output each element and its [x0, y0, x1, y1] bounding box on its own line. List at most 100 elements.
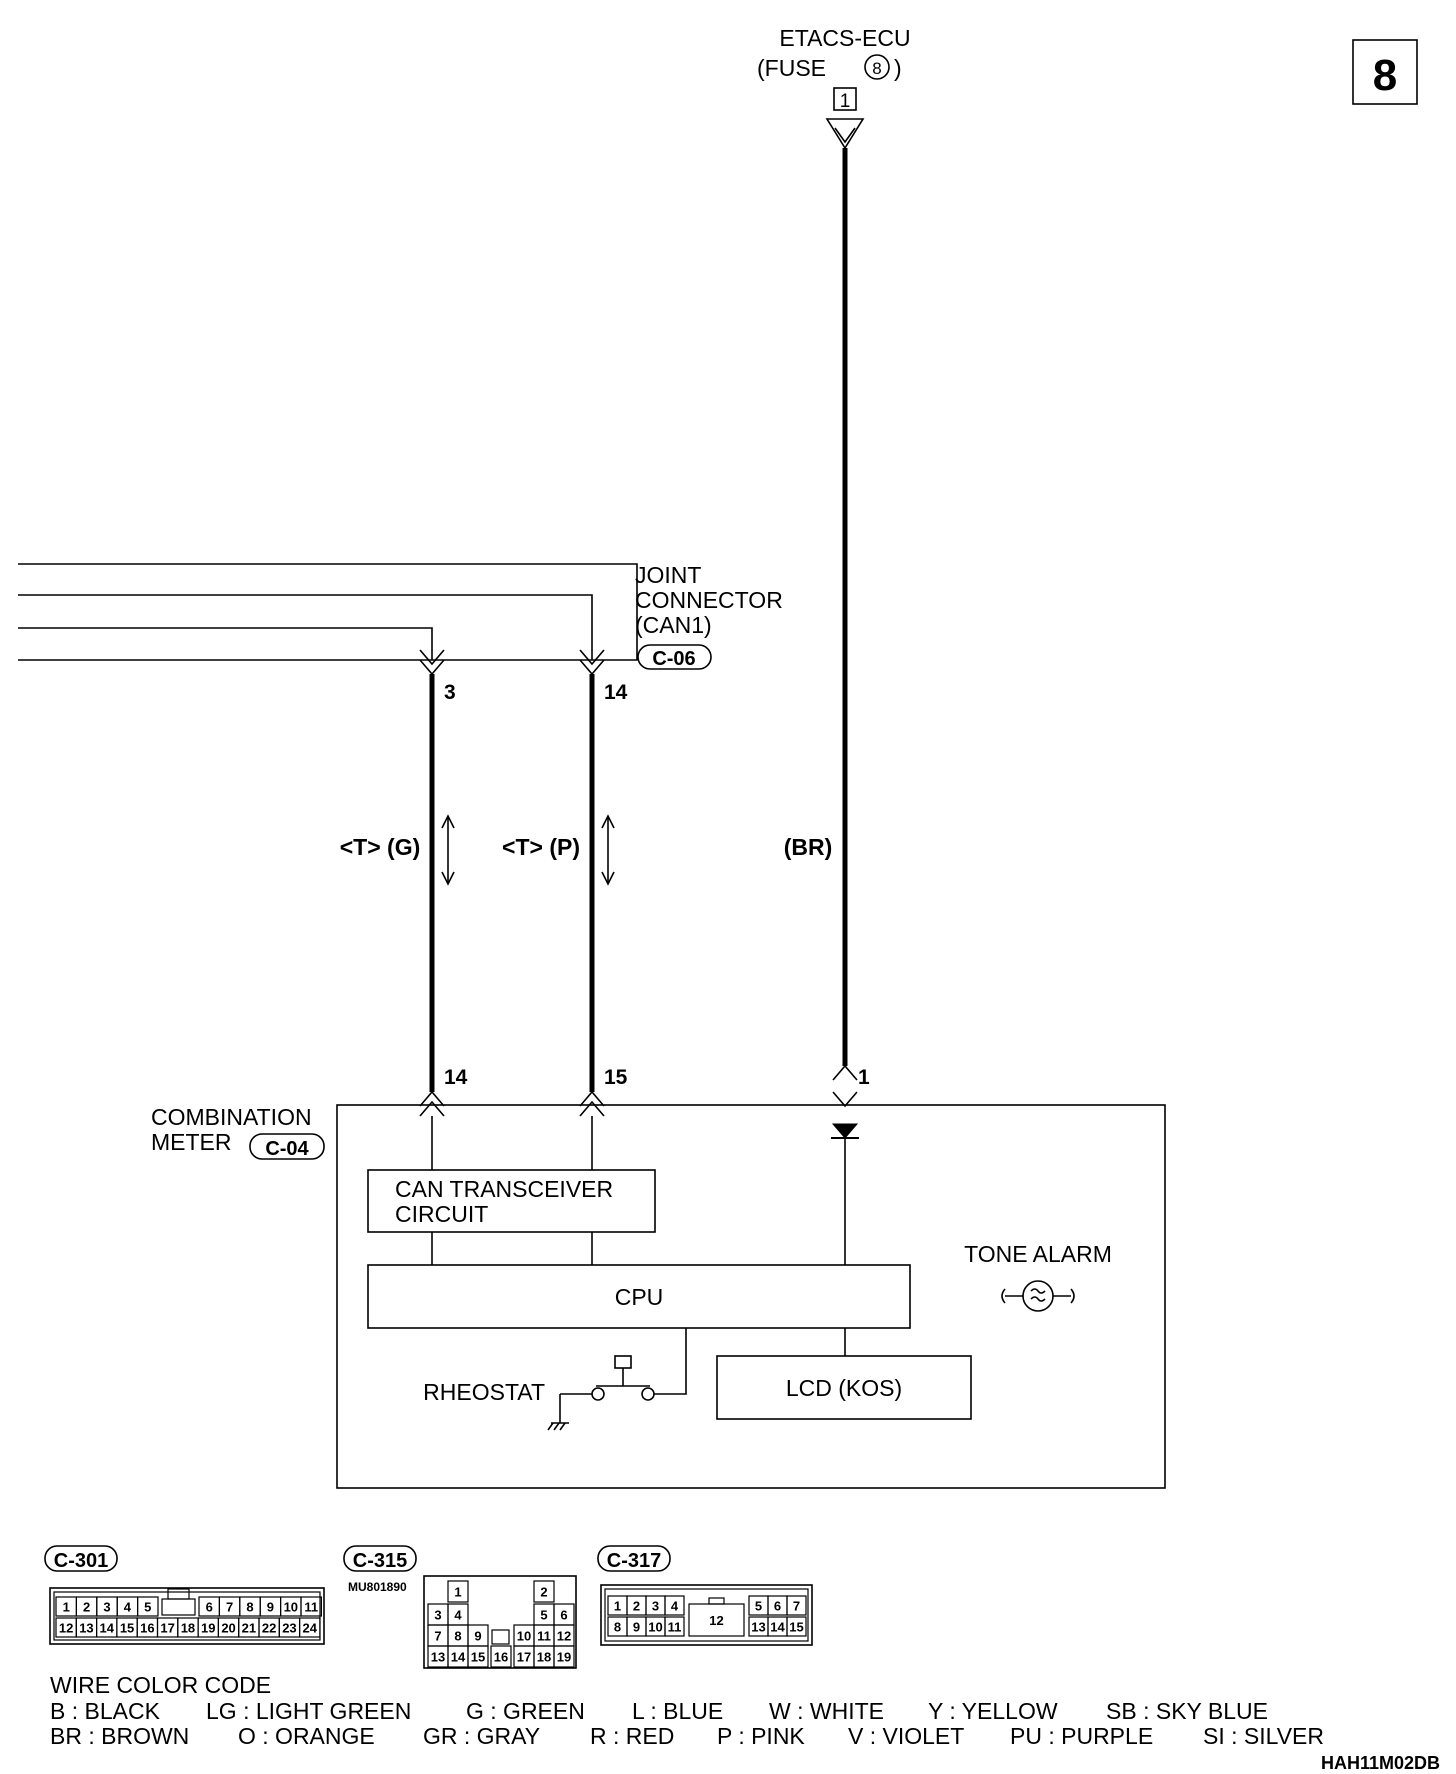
c301-pin-9-label: 9 — [267, 1600, 274, 1615]
c315-pin-1-label: 1 — [454, 1585, 461, 1600]
c315-pin-7-label: 7 — [434, 1629, 441, 1644]
wire-color-entry: B : BLACK — [50, 1698, 161, 1724]
c315-pin-11-label: 11 — [537, 1629, 551, 1644]
c301-pin-5 — [137, 1596, 159, 1617]
c315-pin-17-label: 17 — [517, 1650, 531, 1665]
c301-pin-24-label: 24 — [303, 1621, 318, 1636]
wire-color-entry: Y : YELLOW — [928, 1698, 1058, 1724]
fuse-circle — [864, 54, 890, 80]
wire-g-bottom-pin: 14 — [444, 1066, 468, 1089]
c301-pin-18-label: 18 — [181, 1621, 195, 1636]
c315-pin-9-label: 9 — [474, 1629, 481, 1644]
diode-icon — [831, 1123, 859, 1139]
c317-pin-2-label: 2 — [633, 1599, 640, 1614]
c301-pin-20-label: 20 — [221, 1621, 235, 1636]
combination-meter-box — [336, 1104, 1166, 1489]
c317-pin-11 — [664, 1616, 685, 1637]
wire-color-entry: P : PINK — [717, 1723, 805, 1749]
c301-pin-17-label: 17 — [160, 1621, 174, 1636]
c315-pin-5-label: 5 — [540, 1608, 547, 1623]
can-line-3 — [18, 627, 433, 660]
wire-color-entry: V : VIOLET — [848, 1723, 964, 1749]
combination-meter-tag: C-04 — [265, 1138, 309, 1160]
source-name: ETACS-ECU — [779, 25, 910, 51]
wire-color-entry: W : WHITE — [769, 1698, 884, 1724]
c317-pin-15-label: 15 — [789, 1620, 803, 1635]
wire-g-label: <T> (G) — [340, 834, 421, 860]
c301-pin-5-label: 5 — [144, 1600, 151, 1615]
source-terminal-box — [833, 87, 857, 111]
joint-connector-label-2: CONNECTOR — [635, 587, 783, 613]
c317-pin-6-label: 6 — [774, 1599, 781, 1614]
c317-pin-7-label: 7 — [793, 1599, 800, 1614]
wire-color-entry: LG : LIGHT GREEN — [206, 1698, 411, 1724]
c301-pin-22-label: 22 — [262, 1621, 276, 1636]
combination-meter-label-1: COMBINATION — [151, 1104, 312, 1130]
wire-p-bottom-pin: 15 — [604, 1066, 628, 1089]
meter-arrow-g — [419, 1100, 445, 1117]
c317-pin-4 — [664, 1595, 685, 1616]
wire-color-entry: GR : GRAY — [423, 1723, 540, 1749]
c315-pin-15-label: 15 — [471, 1650, 485, 1665]
c317-pin-13-label: 13 — [751, 1620, 765, 1635]
c301-pin-6-label: 6 — [206, 1600, 213, 1615]
c301-pin-2-label: 2 — [83, 1600, 90, 1615]
c317-pin-14-label: 14 — [770, 1620, 785, 1635]
c315-pin-4-label: 4 — [454, 1608, 462, 1623]
c315-tag-box — [343, 1545, 417, 1572]
lcd-label: LCD (KOS) — [786, 1375, 902, 1401]
svg-text:): ) — [894, 55, 902, 81]
c315-pin-10-label: 10 — [517, 1629, 531, 1644]
source-fuse-label: (FUSE 8 ) — [757, 54, 902, 81]
c317-pin-12-label: 12 — [709, 1613, 723, 1628]
c301-pin-19-label: 19 — [201, 1621, 215, 1636]
c317-pin-1-label: 1 — [614, 1599, 621, 1614]
c301-pin-21-label: 21 — [242, 1621, 256, 1636]
joint-connector-label-3: (CAN1) — [635, 612, 712, 638]
c301-pin-16-label: 16 — [140, 1621, 154, 1636]
page-number: 8 — [1373, 51, 1397, 100]
c317-pin-3-label: 3 — [652, 1599, 659, 1614]
cpu-label: CPU — [615, 1284, 664, 1310]
c301-pin-14-label: 14 — [100, 1621, 115, 1636]
c301-pin-13-label: 13 — [79, 1621, 93, 1636]
c315-pin-8-label: 8 — [454, 1629, 461, 1644]
c315-key — [491, 1629, 510, 1645]
twisted-pair-icon-g — [441, 814, 455, 886]
wire-color-entry: SB : SKY BLUE — [1106, 1698, 1268, 1724]
can-transceiver-label-2: CIRCUIT — [395, 1201, 488, 1227]
can-line-1 — [18, 563, 638, 661]
c317-pin-9-label: 9 — [633, 1620, 640, 1635]
c317-pin-15 — [786, 1616, 807, 1637]
page-number-box — [1352, 39, 1418, 105]
wire-p-label: <T> (P) — [502, 834, 580, 860]
meter-arrow-br — [832, 1064, 858, 1081]
c317-key — [708, 1597, 725, 1605]
c317-pin-10-label: 10 — [648, 1620, 662, 1635]
source-connector-symbol — [825, 118, 865, 150]
c301-pin-23-label: 23 — [282, 1621, 296, 1636]
c315-pin-12-label: 12 — [557, 1629, 571, 1644]
c301-pin-3-label: 3 — [103, 1600, 110, 1615]
wire-color-entry: O : ORANGE — [238, 1723, 375, 1749]
c301-key — [161, 1598, 196, 1616]
wire-color-entry: L : BLUE — [632, 1698, 723, 1724]
c301-tag: C-301 — [54, 1550, 108, 1572]
wire-color-entry: R : RED — [590, 1723, 674, 1749]
wire-color-code-title: WIRE COLOR CODE — [50, 1672, 271, 1698]
cpu-box — [367, 1264, 911, 1329]
c315-pin-19 — [553, 1645, 575, 1668]
wire-color-entry: PU : PURPLE — [1010, 1723, 1153, 1749]
c301-pin-10-label: 10 — [284, 1600, 298, 1615]
lcd-box — [716, 1355, 972, 1420]
wire-p-top-pin: 14 — [604, 681, 628, 704]
figure-code: HAH11M02DB — [1321, 1753, 1440, 1773]
c317-tag-box — [597, 1545, 671, 1572]
combination-meter-label-2: METER — [151, 1129, 232, 1155]
c315-pin-2-label: 2 — [540, 1585, 547, 1600]
c301-tag-box — [44, 1545, 118, 1572]
c301-pin-11-label: 11 — [304, 1600, 318, 1615]
c315-pin-13-label: 13 — [431, 1650, 445, 1665]
rheostat-label: RHEOSTAT — [423, 1379, 545, 1405]
